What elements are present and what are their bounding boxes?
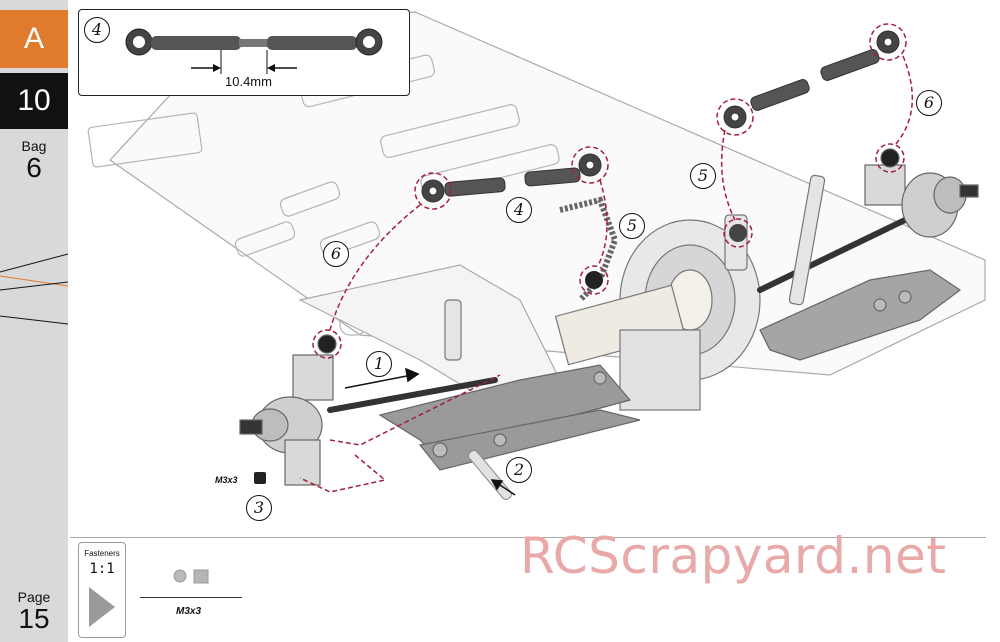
turnbuckle-right <box>723 30 900 129</box>
left-drive-shaft <box>327 377 498 413</box>
step-3-marker: 3 <box>246 495 272 521</box>
fasteners-scale: 1:1 <box>89 561 115 577</box>
step-6-marker-left: 6 <box>323 241 349 267</box>
step-6-marker-right: 6 <box>916 90 942 116</box>
set-screw-label: M3x3 <box>215 475 238 485</box>
section-badge: A <box>0 10 68 68</box>
ball-stud-right <box>729 224 747 242</box>
step-4-marker: 4 <box>506 197 532 223</box>
ball-stud-center <box>585 271 603 289</box>
sidebar: A 10 Bag 6 Page 15 <box>0 0 68 642</box>
direction-arrows <box>344 367 516 496</box>
left-hub-carrier <box>239 334 337 486</box>
step-number-badge: 10 <box>0 73 68 129</box>
center-differential <box>554 219 761 411</box>
bag-label: Bag <box>21 138 47 154</box>
turnbuckle-length-measurement: 10.4mm <box>225 74 272 89</box>
turnbuckle-length-callout <box>78 9 410 96</box>
turnbuckle-diagram <box>125 28 383 74</box>
hinge-pin <box>468 449 512 501</box>
fastener-label: M3x3 <box>176 606 202 617</box>
fasteners-box: Fasteners 1:1 <box>78 542 126 638</box>
assembly-drawing <box>87 11 986 501</box>
step-5-marker-center: 5 <box>619 213 645 239</box>
sidebar-decorative-lines <box>0 253 68 325</box>
bag-number: 6 <box>26 152 42 183</box>
set-screw-m3x3 <box>254 472 266 484</box>
fastener-divider <box>140 597 242 598</box>
callout-step-number: 4 <box>84 17 110 43</box>
page-label: Page <box>17 589 51 605</box>
right-suspension-arm <box>759 269 962 361</box>
fasteners-title: Fasteners <box>84 549 120 558</box>
step-2-marker: 2 <box>506 457 532 483</box>
turnbuckle-left <box>421 153 602 203</box>
assembly-guides <box>299 23 914 493</box>
page-number: 15 <box>18 603 50 634</box>
footer-divider <box>70 537 986 538</box>
set-screw-icon <box>173 569 209 584</box>
right-hub-carrier <box>864 148 979 238</box>
step-5-marker-right: 5 <box>690 163 716 189</box>
right-drive-shaft <box>757 217 908 293</box>
play-arrow-icon <box>89 587 115 627</box>
step-1-marker: 1 <box>366 351 392 377</box>
watermark: RCScrapyard.net <box>520 527 947 585</box>
